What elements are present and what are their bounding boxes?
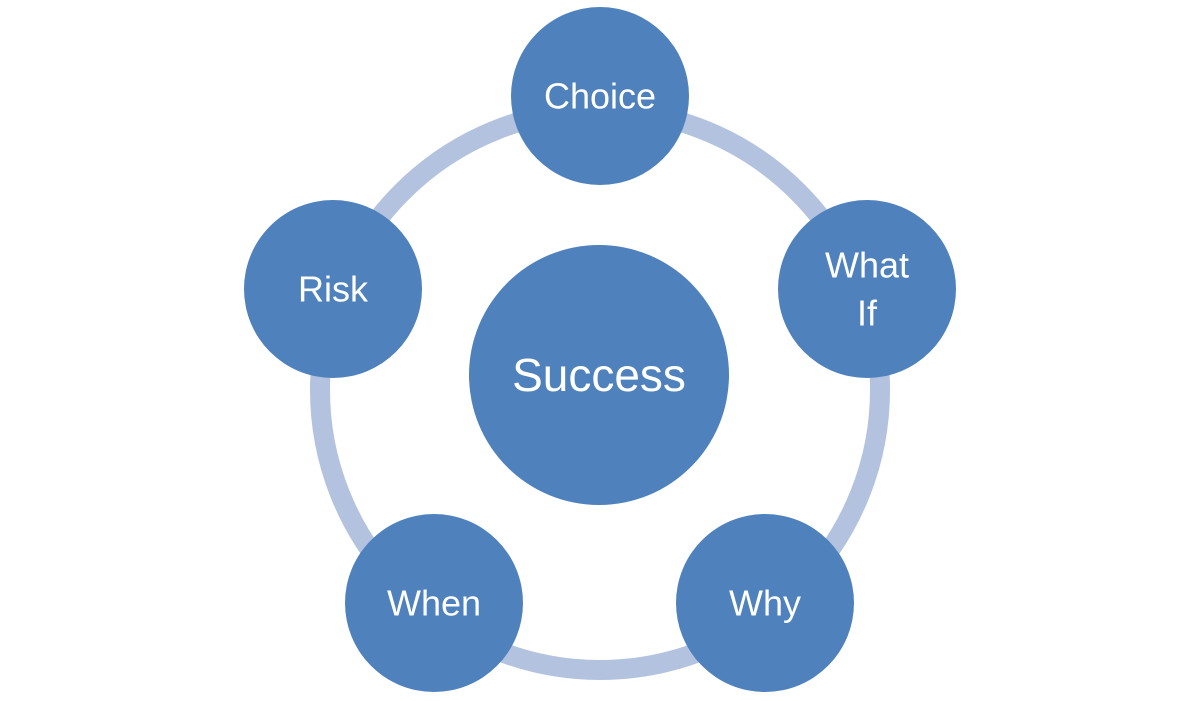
node-risk: Risk — [244, 200, 422, 378]
node-choice-label: Choice — [544, 76, 656, 117]
node-why-circle — [676, 514, 854, 692]
center-node-success: Success — [469, 245, 729, 505]
node-when: When — [345, 514, 523, 692]
node-why-label: Why — [729, 583, 801, 624]
node-risk-label: Risk — [298, 269, 369, 310]
node-choice: Choice — [511, 7, 689, 185]
node-risk-circle — [244, 200, 422, 378]
center-node-circle — [469, 245, 729, 505]
node-what-if-label-line1: What — [825, 245, 909, 286]
node-when-circle — [345, 514, 523, 692]
node-choice-circle — [511, 7, 689, 185]
node-what-if-label-line2: If — [857, 293, 878, 334]
center-node-label: Success — [512, 349, 686, 401]
node-what-if: What If — [778, 200, 956, 378]
node-why: Why — [676, 514, 854, 692]
node-when-label: When — [387, 583, 481, 624]
node-what-if-circle — [778, 200, 956, 378]
